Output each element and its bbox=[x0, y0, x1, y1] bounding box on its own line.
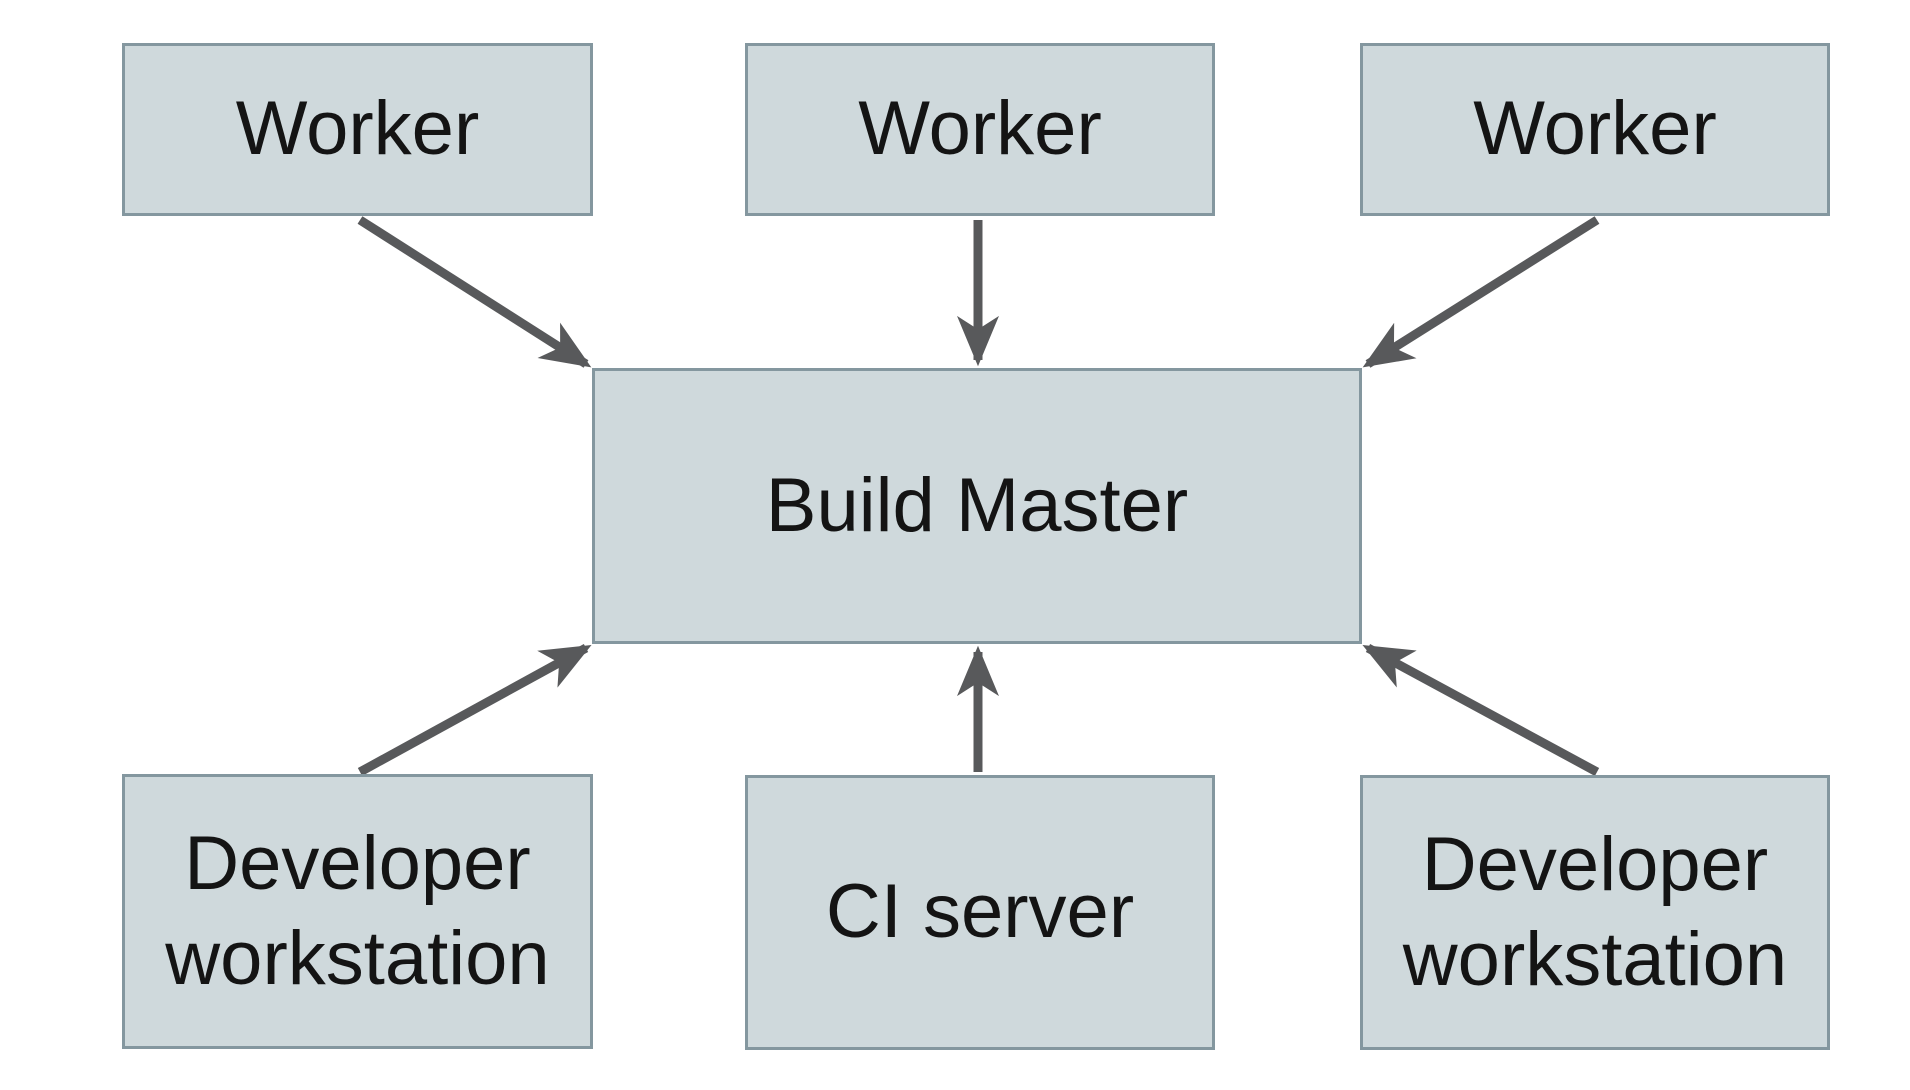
node-worker-center: Worker bbox=[745, 43, 1215, 216]
arrow-dev-right-to-build-master bbox=[1362, 644, 1600, 776]
arrow-dev-left-to-build-master bbox=[357, 644, 592, 776]
node-developer-workstation-left: Developer workstation bbox=[122, 774, 593, 1049]
node-ci-server: CI server bbox=[745, 775, 1215, 1050]
node-developer-workstation-right: Developer workstation bbox=[1360, 775, 1830, 1050]
node-worker-left: Worker bbox=[122, 43, 593, 216]
arrow-worker-left-to-build-master bbox=[357, 216, 592, 368]
arrow-worker-right-to-build-master bbox=[1362, 216, 1600, 368]
node-build-master: Build Master bbox=[592, 368, 1362, 644]
node-worker-right: Worker bbox=[1360, 43, 1830, 216]
